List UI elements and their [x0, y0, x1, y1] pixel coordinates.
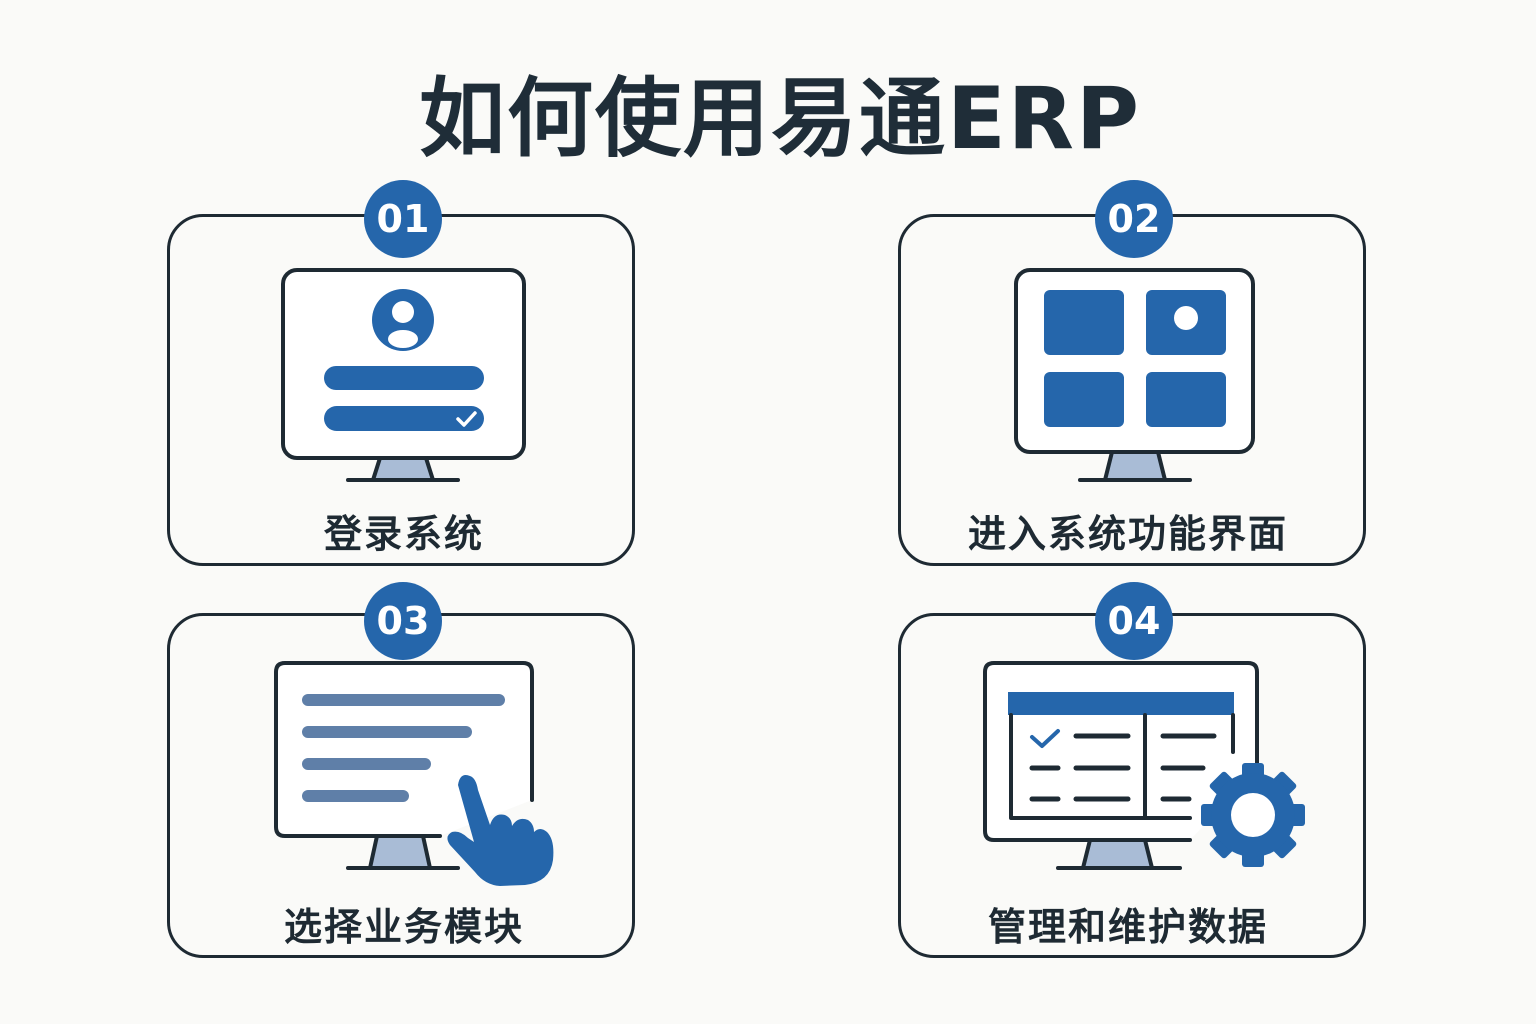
menu-select-monitor-icon [274, 661, 554, 886]
step-number-badge-3: 03 [364, 582, 442, 660]
check-icon [456, 411, 477, 427]
password-field-icon [324, 406, 484, 431]
step-number-badge-4: 04 [1095, 582, 1173, 660]
check-icon [1030, 729, 1060, 748]
login-monitor-icon [281, 268, 526, 482]
gear-icon [1201, 763, 1305, 867]
step-label-1: 登录系统 [323, 512, 484, 556]
step-label-3: 选择业务模块 [283, 905, 524, 949]
data-settings-monitor-icon [983, 661, 1305, 870]
step-number-badge-1: 01 [364, 180, 442, 258]
step-number-badge-2: 02 [1095, 180, 1173, 258]
username-field-icon [324, 366, 484, 390]
page-title: 如何使用易通ERP [419, 69, 1141, 169]
step-label-2: 进入系统功能界面 [967, 512, 1288, 556]
step-label-4: 管理和维护数据 [987, 905, 1268, 949]
dashboard-monitor-icon [1014, 268, 1255, 482]
pointing-hand-icon [447, 775, 554, 886]
